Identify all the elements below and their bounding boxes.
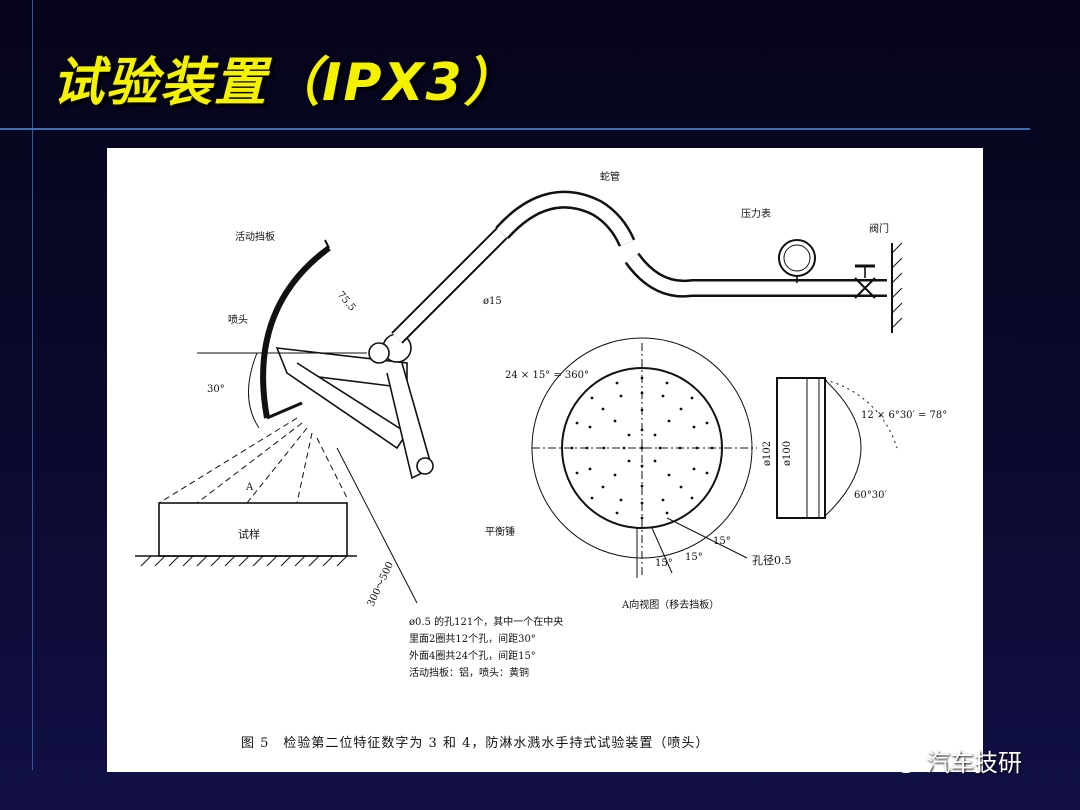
label-movable-shield: 活动挡板 — [235, 232, 275, 243]
label-nozzle: 喷头 — [228, 315, 248, 326]
label-side-angle2: 60°30′ — [854, 490, 887, 501]
wechat-icon — [883, 746, 917, 773]
note-line: 活动挡板：铝，喷头：黄铜 — [409, 668, 529, 679]
note-line: 外面4圈共24个孔，间距15° — [409, 651, 536, 662]
specimen-box — [158, 502, 348, 557]
side-view-block — [776, 377, 826, 519]
label-hole-diameter: 孔径0.5 — [752, 554, 792, 567]
figure-panel: 蛇管 压力表 阀门 活动挡板 喷头 75.5 ø15 30° A 试样 平衡锤 … — [107, 148, 983, 772]
note-line: ø0.5 的孔121个，其中一个在中央 — [409, 617, 564, 628]
apparatus-drawing — [135, 190, 903, 604]
label-deg15-c: 15° — [655, 558, 673, 569]
slide-title: 试验装置（IPX3） — [52, 53, 518, 113]
label-counterweight: 平衡锤 — [485, 527, 515, 538]
label-pattern-angle: 24 × 15° = 360° — [505, 370, 590, 381]
label-side-angle: 12 × 6°30′ = 78° — [861, 410, 948, 421]
vertical-rule — [32, 0, 33, 770]
nozzle-face-circle — [561, 367, 723, 529]
label-arrow-a: A — [246, 482, 254, 493]
label-view-a-title: A向视图（移去挡板） — [622, 600, 720, 611]
movable-shield — [260, 245, 331, 419]
spray-holes — [570, 376, 714, 520]
label-deg15-b: 15° — [685, 552, 703, 563]
title-rule — [0, 128, 1030, 130]
ground-hatch — [140, 555, 348, 567]
label-snake-pipe: 蛇管 — [600, 172, 620, 183]
note-line: 里面2圈共12个孔，间距30° — [409, 634, 536, 645]
distance-dim-line — [336, 447, 418, 604]
figure-notes: ø0.5 的孔121个，其中一个在中央 里面2圈共12个孔，间距30° 外面4圈… — [409, 614, 563, 682]
angle-arc-30 — [248, 352, 260, 429]
watermark-text: 汽车技研 — [926, 748, 1022, 777]
watermark: 汽车技研 — [882, 742, 1022, 778]
label-phi102: ø102 — [762, 440, 774, 467]
figure-caption: 图 5 检验第二位特征数字为 3 和 4，防淋水溅水手持式试验装置（喷头） — [241, 736, 710, 751]
label-dim-phi15: ø15 — [483, 296, 502, 307]
label-valve: 阀门 — [869, 224, 889, 235]
label-phi100: ø100 — [782, 440, 794, 467]
label-pressure-gauge: 压力表 — [741, 209, 771, 220]
label-deg15-a: 15° — [713, 536, 731, 547]
valve — [854, 277, 876, 299]
label-specimen: 试样 — [238, 528, 260, 541]
spray-lines — [158, 417, 348, 504]
counterweight-pivot — [416, 457, 434, 475]
label-angle-30: 30° — [207, 384, 225, 395]
